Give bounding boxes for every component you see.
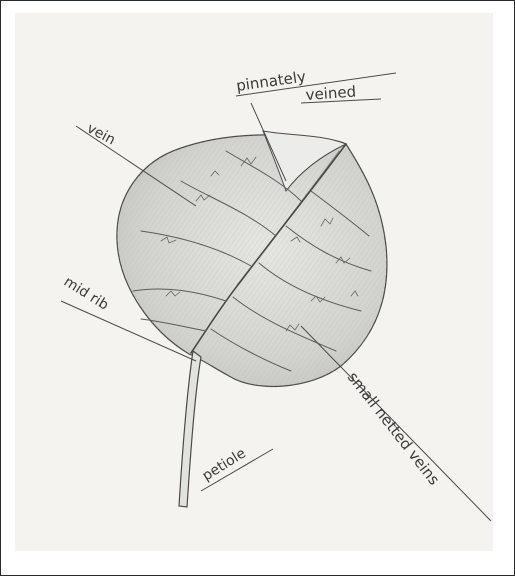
label-veined: veined <box>305 83 357 104</box>
